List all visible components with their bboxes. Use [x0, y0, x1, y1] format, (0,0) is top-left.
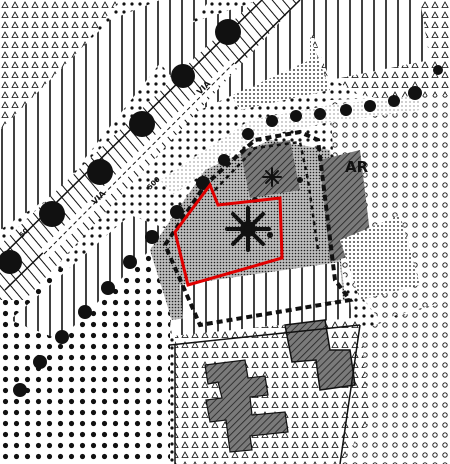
zone-dots-sw [0, 230, 170, 464]
main-road: VIA VIA 50 500 [0, 0, 301, 300]
zone-code-label: AR [345, 158, 369, 176]
dashed-line [162, 129, 354, 328]
existing-building [204, 359, 289, 453]
protection-limit [162, 129, 354, 328]
star-asterisk-icon [225, 206, 271, 252]
existing-building [240, 140, 300, 198]
courtyard [340, 215, 420, 300]
existing-building [284, 319, 356, 391]
tree-rows [0, 19, 443, 397]
south-buildings [169, 319, 361, 464]
small-star-icon [262, 167, 282, 187]
site-boundary-red-outline [173, 181, 284, 287]
